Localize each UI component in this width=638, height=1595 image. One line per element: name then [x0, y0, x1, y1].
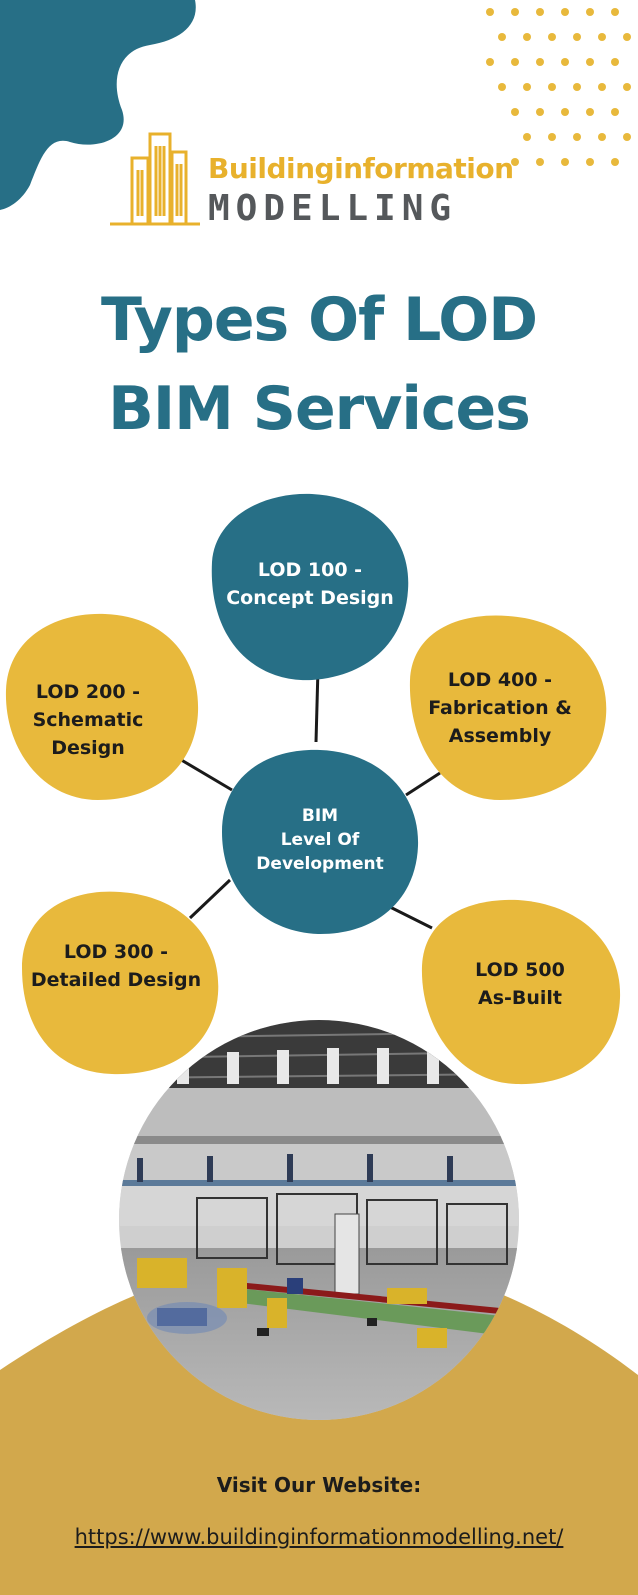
node-lod200-blob — [5, 613, 199, 800]
decor-dot — [611, 158, 619, 166]
node-center-blob — [222, 749, 419, 935]
connector-lod400 — [405, 771, 441, 797]
node-lod200-line3: Design — [51, 737, 125, 759]
decor-dot — [536, 58, 544, 66]
visit-heading: Visit Our Website: — [216, 1473, 422, 1497]
decor-dot — [486, 8, 494, 16]
node-center-line1: BIM — [301, 806, 339, 826]
node-lod100-line2: Concept Design — [226, 587, 394, 609]
decor-dot — [586, 108, 594, 116]
decor-dot — [523, 133, 531, 141]
node-lod100-label: LOD 100 - Concept Design — [226, 556, 394, 612]
decor-dot — [536, 8, 544, 16]
decor-dot — [498, 83, 506, 91]
building-icon — [110, 132, 200, 226]
node-lod400-blob — [409, 615, 607, 800]
connector-lod500 — [387, 904, 433, 930]
decor-dot — [598, 83, 606, 91]
decor-dot — [511, 8, 519, 16]
decor-dot — [573, 83, 581, 91]
decor-dot — [586, 8, 594, 16]
decor-dot — [611, 8, 619, 16]
decor-dot — [536, 108, 544, 116]
node-lod400-line3: Assembly — [448, 725, 552, 747]
node-lod500-label: LOD 500 As-Built — [475, 956, 565, 1012]
logo-text-top: Buildinginformation — [208, 152, 514, 185]
node-center-label: BIM Level Of Development — [256, 804, 383, 876]
node-lod500-blob — [421, 899, 621, 1085]
decor-dot — [523, 83, 531, 91]
decor-dot — [561, 158, 569, 166]
node-lod200-line2: Schematic — [32, 709, 144, 731]
decor-dot — [486, 58, 494, 66]
decor-dot — [561, 108, 569, 116]
brand-logo: Buildinginformation MODELLING — [110, 130, 530, 230]
decor-dot — [511, 158, 519, 166]
decor-dot — [611, 108, 619, 116]
node-lod500-line1: LOD 500 — [475, 959, 565, 981]
node-lod300-line2: Detailed Design — [30, 969, 202, 991]
decor-dot — [548, 33, 556, 41]
connector-lod200 — [177, 756, 233, 792]
decor-dot — [623, 133, 631, 141]
website-link[interactable]: https://www.buildinginformationmodelling… — [74, 1525, 564, 1549]
dot-pattern — [486, 8, 631, 166]
node-lod500-line2: As-Built — [477, 987, 563, 1009]
decor-dot — [611, 58, 619, 66]
logo-text-bottom: MODELLING — [208, 188, 458, 229]
node-center-line2: Level Of — [280, 830, 360, 850]
decor-dot — [623, 83, 631, 91]
decor-dot — [573, 33, 581, 41]
bim-model-image — [119, 1020, 519, 1420]
decor-dot — [536, 158, 544, 166]
node-lod200-label: LOD 200 - Schematic Design — [33, 678, 144, 762]
decor-dot — [561, 8, 569, 16]
node-lod300-line1: LOD 300 - — [63, 941, 169, 963]
node-lod300-blob — [22, 891, 219, 1075]
decor-dot — [586, 58, 594, 66]
page-title-line2: BIM Services — [108, 374, 531, 444]
decor-dot — [561, 58, 569, 66]
decor-dot — [498, 33, 506, 41]
page-title-line1: Types Of LOD — [100, 285, 538, 355]
node-center-line3: Development — [256, 854, 384, 874]
node-lod400-label: LOD 400 - Fabrication & Assembly — [428, 666, 572, 750]
connector-lod100 — [314, 667, 320, 743]
teal-corner-blob — [0, 0, 196, 210]
decor-dot — [573, 133, 581, 141]
node-lod400-line2: Fabrication & — [428, 697, 572, 719]
decor-dot — [523, 33, 531, 41]
node-lod100-line1: LOD 100 - — [257, 559, 363, 581]
node-lod300-label: LOD 300 - Detailed Design — [31, 938, 201, 994]
decor-dot — [586, 158, 594, 166]
decor-dot — [623, 33, 631, 41]
node-lod100-blob — [211, 493, 409, 681]
decor-dot — [598, 133, 606, 141]
connector-lod300 — [188, 878, 232, 920]
decor-dot — [511, 58, 519, 66]
decor-dot — [548, 133, 556, 141]
decor-dot — [511, 108, 519, 116]
decor-dot — [548, 83, 556, 91]
node-lod400-line1: LOD 400 - — [447, 669, 553, 691]
node-lod200-line1: LOD 200 - — [35, 681, 141, 703]
decor-dot — [598, 33, 606, 41]
